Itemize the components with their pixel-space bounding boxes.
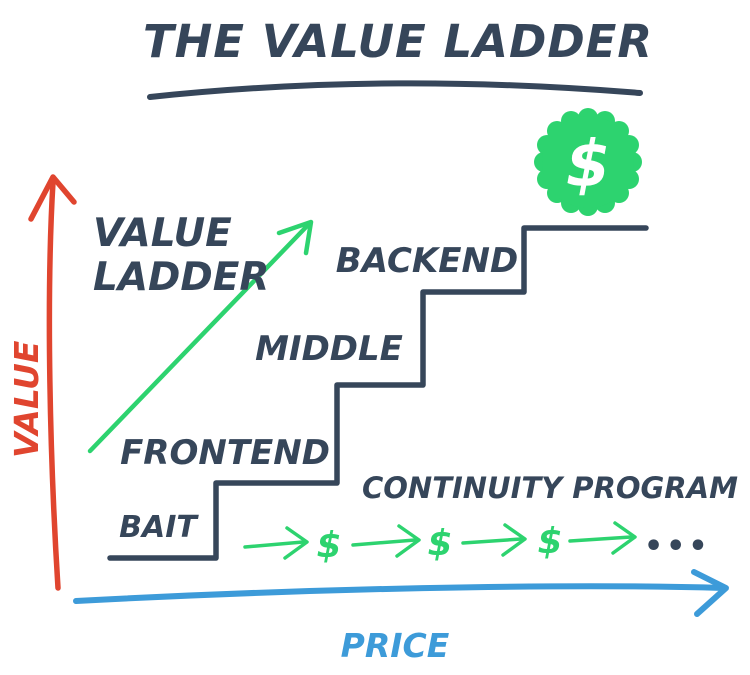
title-underline: [147, 80, 643, 100]
step-label-frontend: FRONTEND: [120, 433, 330, 473]
price-axis-label: PRICE: [341, 626, 450, 665]
price-axis-shaft: [73, 583, 727, 604]
value-axis-arrowhead-icon: [28, 174, 77, 222]
money-badge-circle: [542, 116, 634, 208]
flow-dollar-symbol: $: [537, 521, 562, 562]
continuity-program-label: CONTINUITY PROGRAM: [362, 471, 738, 505]
step-label-backend: BACKEND: [336, 241, 518, 281]
value-axis-arrow: [28, 174, 77, 591]
money-badge-dollar: $: [566, 128, 611, 202]
growth-arrow-shaft: [87, 221, 312, 454]
flow-arrow-icon: [461, 523, 527, 557]
ladder-annotation: VALUE LADDER: [93, 211, 269, 300]
continuity-money-flow: $ $ $ •••: [243, 521, 711, 566]
value-axis-shaft: [46, 179, 61, 591]
flow-arrow-icon: [351, 524, 421, 558]
ladder-annotation-line1: VALUE: [93, 211, 232, 256]
price-axis-arrowhead-icon: [691, 569, 729, 617]
step-label-middle: MIDDLE: [255, 329, 403, 369]
flow-arrow-icon: [568, 521, 637, 555]
flow-arrow-icon: [243, 526, 309, 560]
money-badge-icon: $: [534, 108, 642, 216]
price-axis-arrow: [73, 569, 729, 617]
flow-dollar-symbol: $: [427, 523, 452, 564]
growth-arrow-icon: [87, 219, 314, 454]
ellipsis-dots: •••: [644, 529, 711, 564]
flow-dollar-symbol: $: [316, 525, 341, 566]
step-label-bait: BAIT: [119, 510, 199, 545]
growth-arrow-head: [276, 219, 314, 256]
value-axis-label: VALUE: [7, 340, 46, 458]
ladder-annotation-line2: LADDER: [93, 255, 269, 300]
page-title: THE VALUE LADDER: [143, 15, 653, 68]
staircase-path: [107, 225, 649, 561]
